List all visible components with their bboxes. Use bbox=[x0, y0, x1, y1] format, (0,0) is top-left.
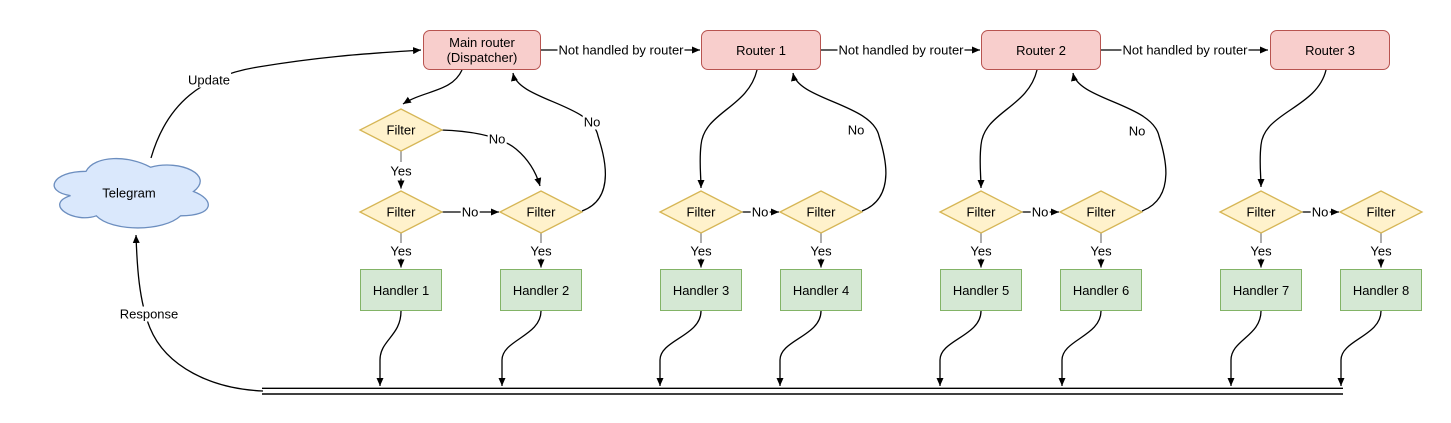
handler-7-label: Handler 7 bbox=[1232, 282, 1290, 298]
handler-5-label: Handler 5 bbox=[952, 282, 1010, 298]
dispatcher-box: Main router (Dispatcher) bbox=[423, 30, 541, 70]
no-return-edge-router2 bbox=[1071, 72, 1167, 212]
router3-to-filter-edge bbox=[1257, 69, 1327, 188]
filter-yes-arrows bbox=[397, 177, 1385, 268]
filter-label: Filter bbox=[526, 204, 556, 220]
router1-to-filter-edge bbox=[697, 69, 758, 189]
dispatcher-to-filter-edge bbox=[402, 69, 463, 105]
filter-label: Filter bbox=[1086, 204, 1116, 220]
router-3-label: Router 3 bbox=[1305, 42, 1355, 58]
handler-1-box: Handler 1 bbox=[360, 269, 442, 311]
router-3-box: Router 3 bbox=[1270, 30, 1390, 70]
not-handled-label-2: Not handled by router bbox=[837, 42, 965, 58]
response-edge bbox=[132, 234, 264, 392]
no-label: No bbox=[1310, 204, 1330, 220]
filter-label: Filter bbox=[686, 204, 716, 220]
handler-6-label: Handler 6 bbox=[1072, 282, 1130, 298]
no-label: No bbox=[1030, 204, 1050, 220]
not-handled-label-3: Not handled by router bbox=[1121, 42, 1249, 58]
handler-2-box: Handler 2 bbox=[500, 269, 582, 311]
filter-yes-stubs bbox=[400, 151, 1382, 243]
yes-label: Yes bbox=[1369, 243, 1393, 259]
router-1-label: Router 1 bbox=[736, 42, 786, 58]
filter-label: Filter bbox=[386, 122, 416, 138]
handler-5-box: Handler 5 bbox=[940, 269, 1022, 311]
not-handled-label-1: Not handled by router bbox=[557, 42, 685, 58]
handler-7-box: Handler 7 bbox=[1220, 269, 1302, 311]
handler-bus-edges bbox=[376, 310, 1382, 386]
filter-label: Filter bbox=[806, 204, 836, 220]
yes-label: Yes bbox=[1249, 243, 1273, 259]
handler-3-label: Handler 3 bbox=[672, 282, 730, 298]
yes-label: Yes bbox=[969, 243, 993, 259]
yes-label: Yes bbox=[389, 243, 413, 259]
filter-label: Filter bbox=[386, 204, 416, 220]
handler-6-box: Handler 6 bbox=[1060, 269, 1142, 311]
dispatcher-label: Main router (Dispatcher) bbox=[446, 35, 518, 65]
filter-diamond-2 bbox=[498, 190, 584, 234]
handler-2-label: Handler 2 bbox=[512, 282, 570, 298]
no-label: No bbox=[487, 131, 507, 147]
filter-label: Filter bbox=[966, 204, 996, 220]
handler-1-label: Handler 1 bbox=[372, 282, 430, 298]
router-2-label: Router 2 bbox=[1016, 42, 1066, 58]
filter-diamond-7 bbox=[1218, 190, 1304, 234]
filter-label: Filter bbox=[1246, 204, 1276, 220]
filter-no-edge-dispatcher-top bbox=[440, 129, 542, 187]
handler-4-label: Handler 4 bbox=[792, 282, 850, 298]
filter-diamond-5 bbox=[938, 190, 1024, 234]
router-1-box: Router 1 bbox=[701, 30, 821, 70]
handler-3-box: Handler 3 bbox=[660, 269, 742, 311]
filter-label: Filter bbox=[1366, 204, 1396, 220]
filter-diamond-6 bbox=[1058, 190, 1144, 234]
yes-label: Yes bbox=[529, 243, 553, 259]
yes-label: Yes bbox=[389, 163, 413, 179]
no-return-edge-router1 bbox=[791, 72, 887, 212]
update-label: Update bbox=[187, 72, 231, 88]
filter-diamond-1 bbox=[358, 190, 444, 234]
handler-8-box: Handler 8 bbox=[1340, 269, 1422, 311]
no-label: No bbox=[846, 122, 866, 138]
yes-label: Yes bbox=[689, 243, 713, 259]
filter-diamonds bbox=[358, 108, 1424, 234]
response-label: Response bbox=[118, 306, 180, 322]
filter-diamond-dispatcher-top bbox=[358, 108, 444, 152]
router2-to-filter-edge bbox=[977, 69, 1038, 189]
yes-label: Yes bbox=[809, 243, 833, 259]
handler-8-label: Handler 8 bbox=[1352, 282, 1410, 298]
update-edge bbox=[150, 47, 422, 159]
filter-diamond-8 bbox=[1338, 190, 1424, 234]
filter-diamond-3 bbox=[658, 190, 744, 234]
router-2-box: Router 2 bbox=[981, 30, 1101, 70]
telegram-label: Telegram bbox=[102, 185, 156, 201]
no-label: No bbox=[460, 204, 480, 220]
no-label: No bbox=[750, 204, 770, 220]
no-label: No bbox=[1127, 123, 1147, 139]
no-return-edge-dispatcher bbox=[511, 72, 606, 212]
handler-4-box: Handler 4 bbox=[780, 269, 862, 311]
yes-label: Yes bbox=[1089, 243, 1113, 259]
telegram-cloud bbox=[53, 157, 209, 229]
filter-diamond-4 bbox=[778, 190, 864, 234]
no-label: No bbox=[582, 114, 602, 130]
